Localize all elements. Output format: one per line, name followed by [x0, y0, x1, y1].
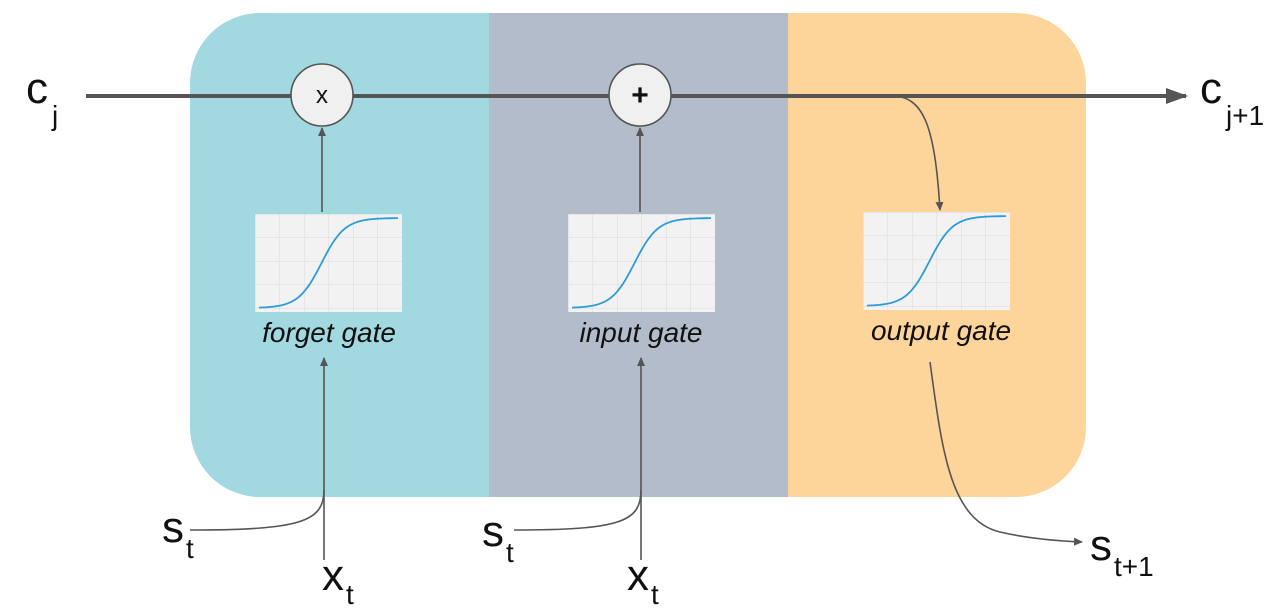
forget-gate-sigmoid-icon	[255, 214, 402, 312]
cell-state-to-output-arrow	[891, 95, 944, 211]
output-gate-label: output gate	[871, 315, 1011, 346]
forget-gate-label: forget gate	[262, 317, 396, 348]
x-t-input-label: xt	[627, 551, 659, 608]
x-t-forget-label: xt	[322, 551, 354, 608]
s-to-input-curve	[513, 489, 642, 531]
s-to-forget-curve	[189, 489, 325, 531]
add-symbol: +	[631, 79, 649, 112]
s-t-plus-1-label: st+1	[1090, 521, 1154, 582]
add-operator: +	[608, 63, 672, 127]
cell-state-output-label: cj+1	[1200, 64, 1264, 131]
input-gate-label: input gate	[580, 317, 703, 348]
s-t-forget-label: st	[162, 503, 194, 564]
multiply-operator: x	[290, 63, 354, 127]
cell-state-input-label: cj	[26, 64, 58, 131]
multiply-symbol: x	[316, 82, 328, 109]
output-to-s-next-arrow	[929, 361, 1083, 546]
input-gate-sigmoid-icon	[568, 214, 715, 312]
s-t-input-label: st	[482, 507, 514, 568]
output-gate-sigmoid-icon	[863, 212, 1010, 310]
